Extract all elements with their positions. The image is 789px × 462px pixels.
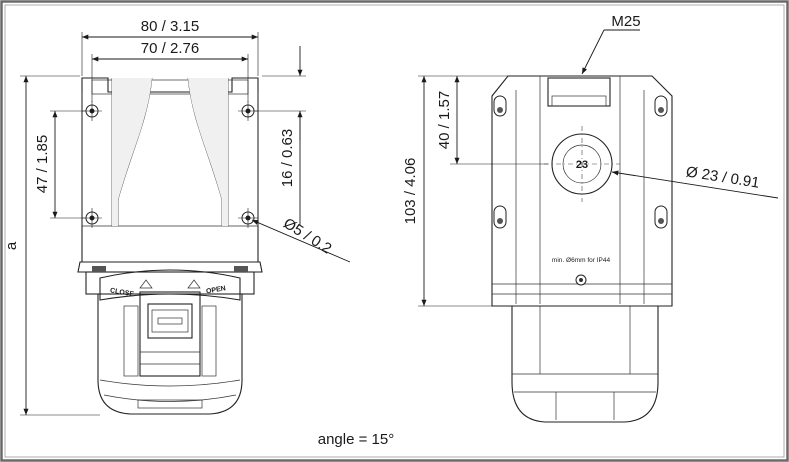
slot-top-left — [493, 95, 507, 117]
dim-width-inner: 70 / 2.76 — [141, 40, 199, 57]
dim-knockout-diameter: Ø 23 / 0.91 — [685, 163, 761, 191]
label-close: CLOSE — [109, 287, 134, 298]
dim-width-outer: 80 / 3.15 — [141, 18, 199, 35]
label-open: OPEN — [206, 285, 227, 295]
angle-note: angle = 15° — [318, 431, 394, 448]
dim-height: 103 / 4.06 — [402, 158, 419, 225]
dim-hole-diameter: Ø5 / 0.2 — [280, 215, 334, 258]
dim-hole-spacing: 47 / 1.85 — [34, 135, 51, 193]
knockout-label: 23 — [576, 159, 588, 171]
slot-top-right — [654, 95, 668, 117]
dim-side-offset: 16 / 0.63 — [279, 129, 296, 187]
left-view: CLOSE OPEN 80 / 3.15 70 / 2.76 a 47 / 1.… — [3, 18, 351, 416]
right-view: 23 min. Ø6mm for IP44 M25 103 / 4.06 40 … — [402, 13, 779, 423]
slot-bottom-right — [654, 205, 668, 229]
drawing-border-inner — [4, 4, 785, 458]
dim-upper: 40 / 1.57 — [436, 91, 453, 149]
ip-note: min. Ø6mm for IP44 — [552, 257, 611, 264]
slot-bottom-left — [493, 205, 507, 229]
thread-label: M25 — [611, 13, 640, 30]
dim-overall-height: a — [3, 241, 20, 250]
